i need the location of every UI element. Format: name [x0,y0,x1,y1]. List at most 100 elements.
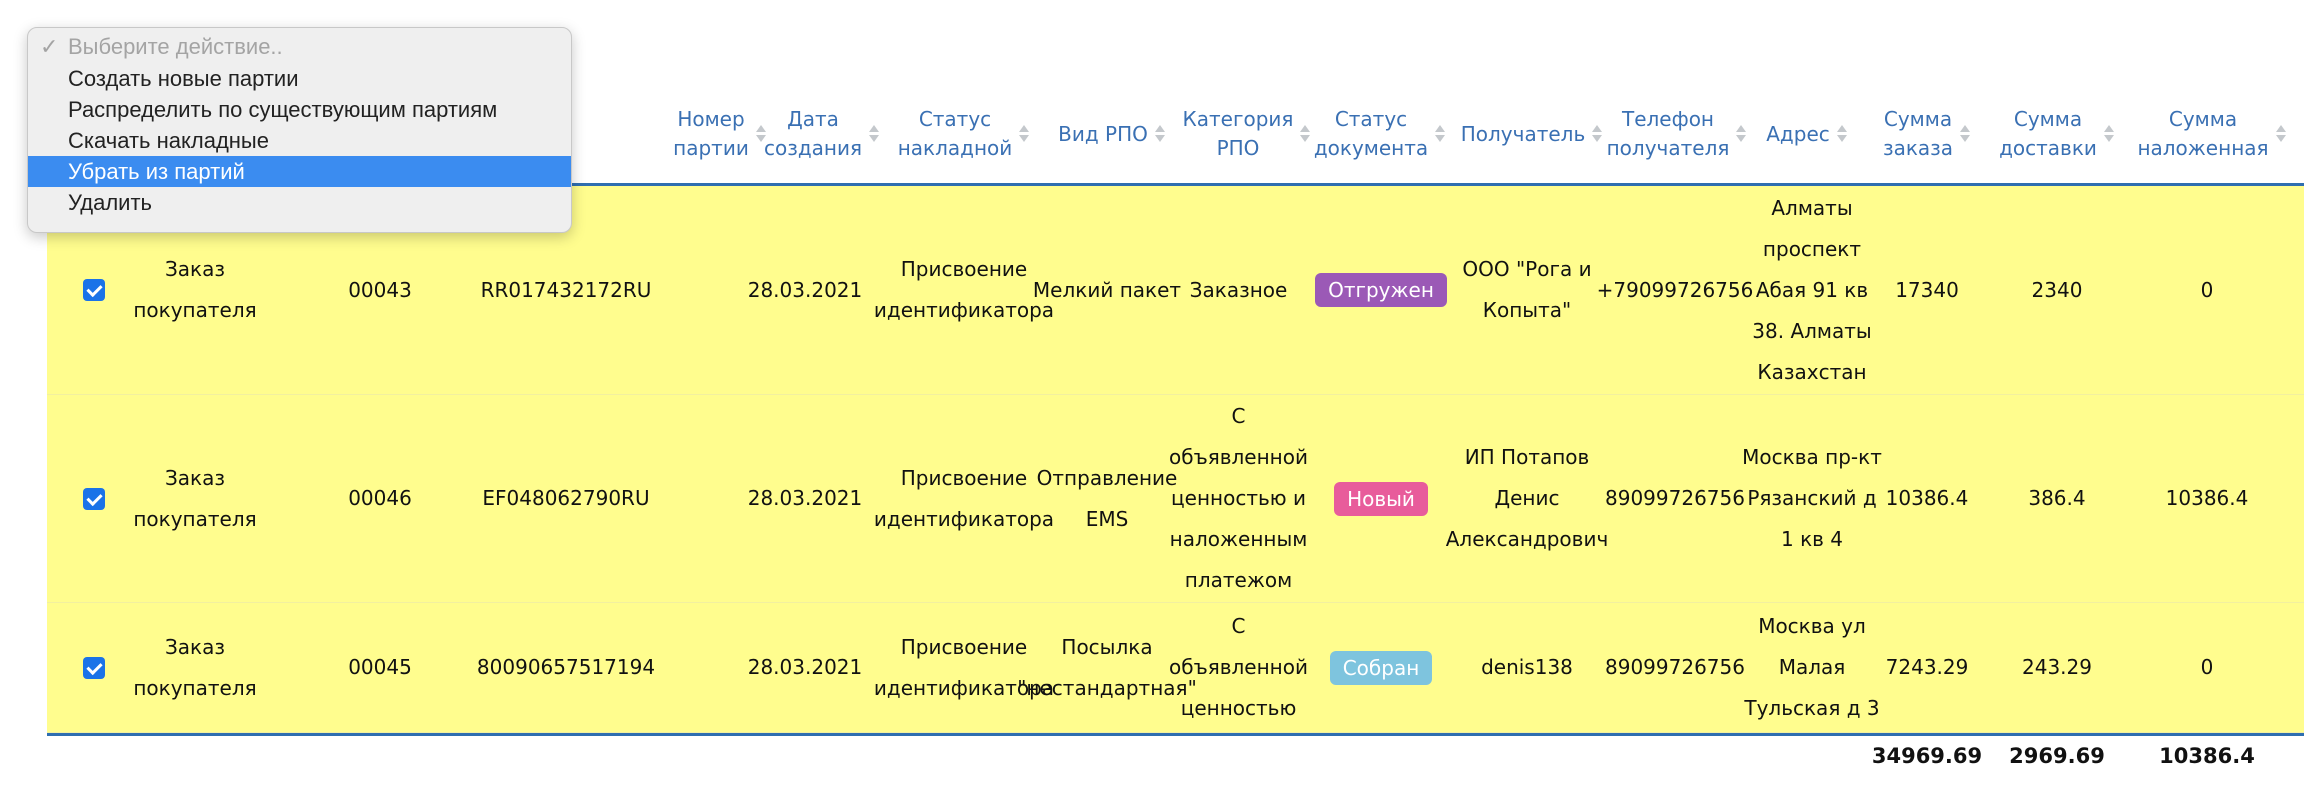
sort-icon[interactable] [1434,123,1446,145]
checkbox-checked-icon[interactable] [82,656,105,679]
number-cell: 00045 [340,603,420,732]
header-rpo-category[interactable]: Категория РПО [1167,103,1327,165]
sort-icon[interactable] [1591,123,1603,145]
waybill-status-cell: Присвоение идентификатора [859,186,1069,394]
number-cell: 00046 [340,395,420,602]
tracking-text: EF048062790RU [482,486,650,510]
doc-type-text: Заказ покупателя [133,634,257,700]
status-badge: Отгружен [1315,273,1447,307]
cod-sum-text: 0 [2200,277,2214,302]
cod-sum-cell: 10386.4 [2127,395,2287,602]
address-text: Москва пр-кт Рязанский д 1 кв 4 [1742,445,1882,551]
tracking-text: 80090657517194 [476,655,656,679]
date-text: 28.03.2021 [747,486,863,510]
sort-icon[interactable] [1735,123,1747,145]
checkbox-checked-icon[interactable] [82,487,105,510]
rpo-type-text: Мелкий пакет [1032,277,1182,302]
delivery-sum-text: 386.4 [2028,486,2086,510]
sort-icon[interactable] [1299,123,1311,145]
sort-icon[interactable] [1154,123,1166,145]
date-cell: 28.03.2021 [730,603,880,732]
sort-icon[interactable] [2275,123,2287,145]
header-batch-number[interactable]: Номер партии [625,103,815,165]
dropdown-option-create-batches[interactable]: Создать новые партии [68,66,299,91]
dropdown-placeholder-label: Выберите действие.. [68,34,283,59]
header-created-date[interactable]: Дата создания [737,103,907,165]
header-doc-status[interactable]: Статус документа [1300,103,1460,165]
doc-status-cell: Отгружен [1310,186,1452,394]
sort-icon[interactable] [755,123,767,145]
recipient-text: ООО "Рога и Копыта" [1462,257,1592,322]
recipient-text: ИП Потапов Денис Александрович [1445,445,1609,551]
row-checkbox[interactable] [47,186,140,394]
delivery-sum-text: 2340 [2031,277,2083,302]
header-waybill-status[interactable]: Статус накладной [859,103,1069,165]
header-doc-status-label: Статус документа [1313,107,1429,160]
rpo-category-text: Заказное [1189,277,1288,302]
recipient-text: denis138 [1481,655,1573,679]
header-cod-sum[interactable]: Сумма наложенная [2122,103,2302,165]
header-order-sum[interactable]: Сумма заказа [1857,103,1997,165]
header-delivery-sum[interactable]: Сумма доставки [1987,103,2127,165]
checkbox-checked-icon[interactable] [82,279,105,301]
recipient-cell: ИП Потапов Денис Александрович [1446,395,1609,602]
rpo-type-cell: Мелкий пакет [1027,186,1187,394]
sort-icon[interactable] [1959,123,1971,145]
phone-cell: 89099726756 [1595,395,1755,602]
rpo-type-cell: Отправление EMS [1027,395,1187,602]
sort-icon[interactable] [868,123,880,145]
cod-sum-text: 0 [2200,655,2214,679]
header-recipient-phone[interactable]: Телефон получателя [1587,103,1767,165]
recipient-cell: denis138 [1452,603,1602,732]
dropdown-option-distribute-batches[interactable]: Распределить по существующим партиям [68,97,498,122]
order-sum-cell: 10386.4 [1867,395,1987,602]
doc-type-cell: Заказ покупателя [133,186,256,394]
tracking-cell: 80090657517194 [438,603,694,732]
address-cell: Москва ул Малая Тульская д 3 [1737,603,1887,732]
status-badge: Новый [1334,481,1428,516]
header-address-label: Адрес [1766,121,1830,146]
table-row[interactable]: Заказ покупателя 00046 EF048062790RU 28.… [47,395,2304,603]
status-badge: Собран [1329,650,1433,685]
sort-icon[interactable] [1836,123,1848,145]
table-bottom-divider [47,733,2304,736]
header-address[interactable]: Адрес [1727,103,1887,165]
total-order-sum: 34969.69 [1871,744,1983,768]
cod-sum-cell: 0 [2127,186,2287,394]
phone-cell: 89099726756 [1595,603,1755,732]
order-sum-text: 17340 [1895,277,1959,302]
row-checkbox[interactable] [47,603,140,732]
number-text: 00045 [348,655,412,679]
dropdown-option-delete[interactable]: Удалить [68,190,152,215]
header-cod-sum-label: Сумма наложенная [2137,107,2269,160]
header-created-date-label: Дата создания [763,107,863,160]
header-waybill-status-label: Статус накладной [897,107,1013,160]
doc-type-cell: Заказ покупателя [133,603,256,732]
sort-icon[interactable] [2103,123,2115,145]
table-header: Номер партии Дата создания Статус наклад… [47,0,2304,186]
doc-type-text: Заказ покупателя [133,465,257,531]
dropdown-option-remove-from-batches[interactable]: Убрать из партий [28,156,571,187]
sort-icon[interactable] [1018,123,1030,145]
header-delivery-sum-label: Сумма доставки [1999,107,2097,160]
header-rpo-type[interactable]: Вид РПО [1027,103,1197,165]
row-checkbox[interactable] [47,395,140,602]
rpo-category-cell: С объявленной ценностью и наложенным пла… [1167,395,1310,602]
phone-text: 89099726756 [1605,655,1745,679]
tracking-text: RR017432172RU [480,277,652,302]
order-sum-text: 7243.29 [1885,655,1969,679]
delivery-sum-cell: 243.29 [1997,603,2117,732]
rpo-type-cell: Посылка "нестандартная" [1017,603,1197,732]
address-text: Алматы проспект Абая 91 кв 38. Алматы Ка… [1752,195,1872,384]
dropdown-option-download-waybills[interactable]: Скачать накладные [68,128,269,153]
phone-text: 89099726756 [1605,486,1745,510]
address-cell: Москва пр-кт Рязанский д 1 кв 4 [1737,395,1887,602]
address-text: Москва ул Малая Тульская д 3 [1744,614,1880,720]
rpo-category-cell: С объявленной ценностью [1167,603,1310,732]
number-text: 00046 [348,486,412,510]
header-order-sum-label: Сумма заказа [1882,107,1954,160]
tracking-cell: RR017432172RU [438,186,694,394]
table-row[interactable]: Заказ покупателя 00045 80090657517194 28… [47,603,2304,733]
header-recipient[interactable]: Получатель [1442,103,1622,165]
action-dropdown-menu[interactable]: ✓ Выберите действие.. Создать новые парт… [27,27,572,233]
